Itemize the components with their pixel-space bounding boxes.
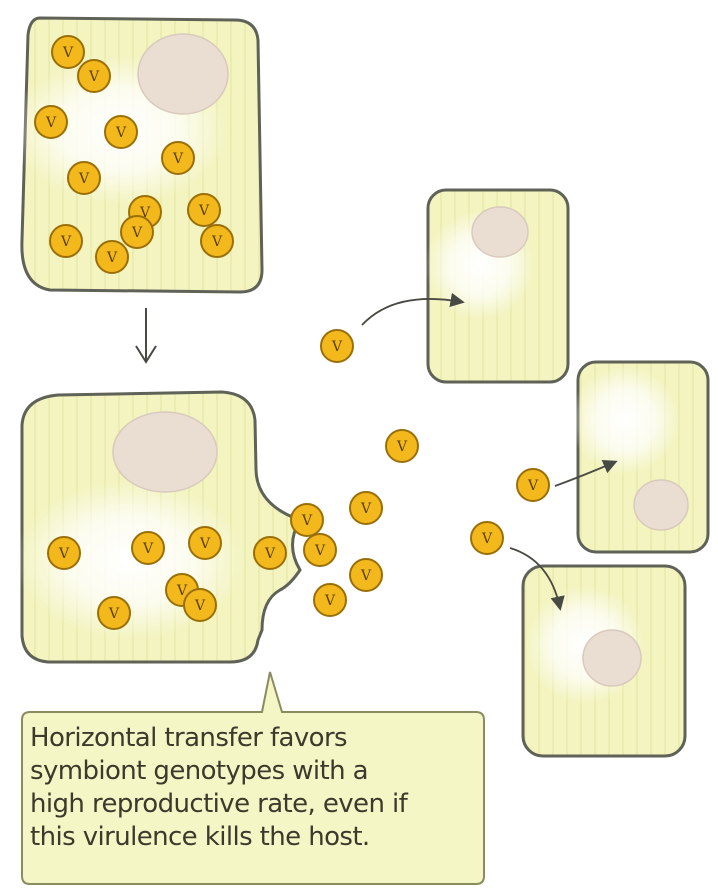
symbiont-label: V [314, 543, 326, 559]
callout-text: Horizontal transfer favors symbiont geno… [30, 722, 460, 854]
symbiont-v-particle: V [188, 194, 220, 226]
symbiont-v-particle: V [314, 584, 346, 616]
symbiont-v-particle: V [350, 492, 382, 524]
symbiont-label: V [198, 203, 210, 219]
symbiont-v-particle: V [386, 430, 418, 462]
symbiont-label: V [60, 234, 72, 250]
host-nucleus [138, 34, 228, 114]
symbiont-v-particle: V [50, 225, 82, 257]
down-arrow [136, 308, 156, 362]
symbiont-label: V [88, 69, 100, 85]
symbiont-label: V [481, 531, 493, 547]
uninfected-host-cell-2 [570, 362, 708, 552]
symbiont-label: V [194, 598, 206, 614]
symbiont-label: V [142, 541, 154, 557]
symbiont-v-particle: V [304, 534, 336, 566]
symbiont-v-particle: V [52, 36, 84, 68]
symbiont-label: V [45, 115, 57, 131]
symbiont-v-particle: V [48, 537, 80, 569]
symbiont-label: V [301, 513, 313, 529]
symbiont-label: V [360, 501, 372, 517]
callout-line: symbiont genotypes with a [30, 755, 460, 788]
symbiont-v-particle: V [189, 527, 221, 559]
symbiont-label: V [396, 439, 408, 455]
symbiont-v-particle: V [96, 241, 128, 273]
symbiont-v-particle: V [321, 330, 353, 362]
symbiont-v-particle: V [105, 116, 137, 148]
symbiont-v-particle: V [201, 225, 233, 257]
symbiont-label: V [115, 125, 127, 141]
symbiont-label: V [331, 339, 343, 355]
symbiont-v-particle: V [184, 589, 216, 621]
symbiont-v-particle: V [132, 532, 164, 564]
symbiont-v-particle: V [471, 522, 503, 554]
symbiont-label: V [172, 151, 184, 167]
symbiont-label: V [62, 45, 74, 61]
symbiont-label: V [199, 536, 211, 552]
symbiont-label: V [108, 606, 120, 622]
symbiont-label: V [58, 546, 70, 562]
symbiont-v-particle: V [162, 142, 194, 174]
symbiont-v-particle: V [254, 537, 286, 569]
callout-line: this virulence kills the host. [30, 821, 460, 854]
symbiont-label: V [78, 171, 90, 187]
uninfected-host-cell-1 [425, 190, 568, 382]
symbiont-v-particle: V [78, 60, 110, 92]
symbiont-v-particle: V [350, 559, 382, 591]
host-nucleus [113, 412, 217, 492]
symbiont-v-particle: V [98, 597, 130, 629]
callout-line: high reproductive rate, even if [30, 788, 460, 821]
symbiont-label: V [324, 593, 336, 609]
symbiont-label: V [211, 234, 223, 250]
symbiont-label: V [527, 478, 539, 494]
symbiont-label: V [106, 250, 118, 266]
symbiont-label: V [131, 225, 143, 241]
bursting-host-cell [15, 392, 300, 662]
symbiont-v-particle: V [68, 162, 100, 194]
symbiont-v-particle: V [121, 216, 153, 248]
symbiont-v-particle: V [291, 504, 323, 536]
symbiont-v-particle: V [517, 469, 549, 501]
symbiont-v-particle: V [35, 106, 67, 138]
callout-line: Horizontal transfer favors [30, 722, 460, 755]
uninfected-host-cell-3 [523, 566, 685, 756]
symbiont-label: V [360, 568, 372, 584]
symbiont-label: V [264, 546, 276, 562]
